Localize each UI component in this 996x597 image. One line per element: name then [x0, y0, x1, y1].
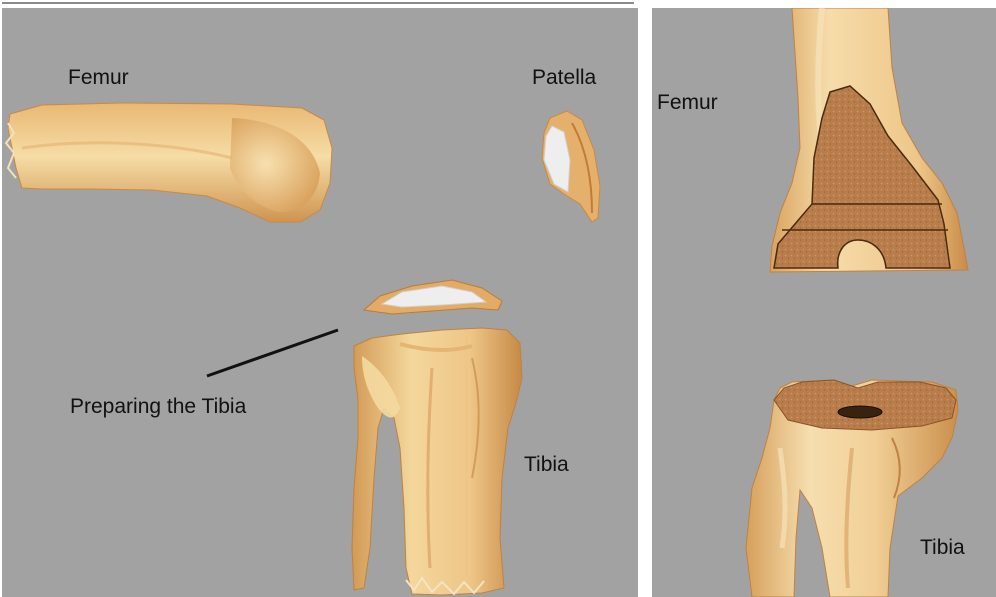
left-panel-illustration — [2, 8, 638, 597]
label-femur: Femur — [68, 65, 129, 91]
label-preparing-the-tibia: Preparing the Tibia — [70, 394, 290, 420]
tibia-bone-cut — [746, 380, 958, 597]
femur-bone-cut — [770, 8, 968, 272]
label-patella: Patella — [532, 65, 596, 91]
femur-bone-left — [6, 103, 332, 222]
patella-bone-left — [542, 111, 600, 222]
resected-tibia-slice — [364, 280, 502, 314]
left-panel-exploded-knee: Femur Patella Preparing the Tibia Tibia — [2, 8, 638, 597]
label-femur-right: Femur — [657, 90, 718, 116]
label-tibia-right: Tibia — [920, 535, 965, 561]
top-divider — [2, 2, 634, 4]
pointer-line — [207, 330, 338, 376]
label-tibia: Tibia — [524, 452, 569, 478]
tibia-bone-left — [352, 328, 522, 595]
right-panel-cut-bones: Femur Tibia — [652, 8, 996, 597]
